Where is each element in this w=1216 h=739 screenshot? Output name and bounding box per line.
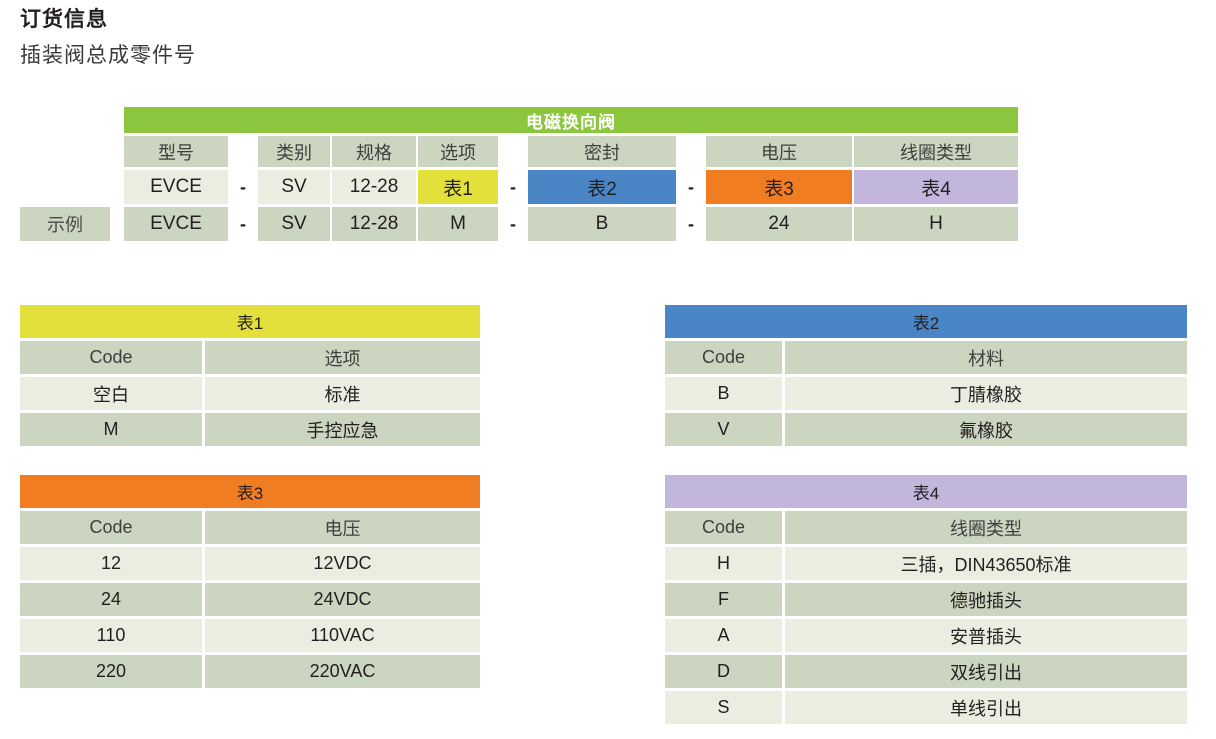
table3-voltage: 表3 Code 电压 12 12VDC 24 24VDC 110 110VAC … — [20, 475, 480, 691]
example-label: 示例 — [20, 207, 110, 241]
table1-col-desc: 选项 — [205, 341, 480, 374]
table2-caption: 表2 — [665, 305, 1187, 338]
page-title: 订货信息 — [20, 8, 108, 31]
table-row: 24 24VDC — [20, 583, 480, 616]
page-subtitle: 插装阀总成零件号 — [20, 44, 196, 67]
table-row: 空白 标准 — [20, 377, 480, 410]
header-size: 规格 — [332, 136, 416, 167]
table1-code-1: M — [20, 413, 202, 446]
table3-desc-1: 24VDC — [205, 583, 480, 616]
example-dash-2: - — [510, 213, 516, 234]
table1-caption: 表1 — [20, 305, 480, 338]
table-row: B 丁腈橡胶 — [665, 377, 1187, 410]
table2-col-desc: 材料 — [785, 341, 1187, 374]
table2-seal-material: 表2 Code 材料 B 丁腈橡胶 V 氟橡胶 — [665, 305, 1187, 449]
table4-desc-4: 单线引出 — [785, 691, 1187, 724]
table3-code-0: 12 — [20, 547, 202, 580]
table3-caption: 表3 — [20, 475, 480, 508]
table-row: A 安普插头 — [665, 619, 1187, 652]
table4-desc-3: 双线引出 — [785, 655, 1187, 688]
table-row: 220 220VAC — [20, 655, 480, 688]
table3-col-desc: 电压 — [205, 511, 480, 544]
template-option-ref-table1: 表1 — [418, 170, 498, 204]
template-seal-ref-table2: 表2 — [528, 170, 676, 204]
code-builder-template-row: EVCE - SV 12-28 表1 - 表2 - 表3 表4 — [20, 170, 1018, 204]
template-model: EVCE — [124, 170, 228, 204]
example-option: M — [418, 207, 498, 241]
table4-header-row: Code 线圈类型 — [665, 511, 1187, 544]
example-type: SV — [258, 207, 330, 241]
template-coil-ref-table4: 表4 — [854, 170, 1018, 204]
table-row: 12 12VDC — [20, 547, 480, 580]
table2-code-1: V — [665, 413, 782, 446]
table4-desc-1: 德驰插头 — [785, 583, 1187, 616]
template-type: SV — [258, 170, 330, 204]
table4-col-desc: 线圈类型 — [785, 511, 1187, 544]
table4-code-2: A — [665, 619, 782, 652]
example-dash-1: - — [240, 213, 246, 234]
example-model: EVCE — [124, 207, 228, 241]
header-type: 类别 — [258, 136, 330, 167]
table2-desc-1: 氟橡胶 — [785, 413, 1187, 446]
table4-code-3: D — [665, 655, 782, 688]
example-voltage: 24 — [706, 207, 852, 241]
table1-header-row: Code 选项 — [20, 341, 480, 374]
example-coil: H — [854, 207, 1018, 241]
template-dash-3: - — [688, 176, 694, 197]
header-option: 选项 — [418, 136, 498, 167]
table-row: S 单线引出 — [665, 691, 1187, 724]
table1-code-0: 空白 — [20, 377, 202, 410]
table-row: M 手控应急 — [20, 413, 480, 446]
table2-code-0: B — [665, 377, 782, 410]
example-seal: B — [528, 207, 676, 241]
table3-code-2: 110 — [20, 619, 202, 652]
table4-caption: 表4 — [665, 475, 1187, 508]
table-row: H 三插，DIN43650标准 — [665, 547, 1187, 580]
table-row: 110 110VAC — [20, 619, 480, 652]
code-builder-header-row: 型号 类别 规格 选项 密封 电压 线圈类型 — [20, 136, 1018, 167]
table3-desc-2: 110VAC — [205, 619, 480, 652]
table2-desc-0: 丁腈橡胶 — [785, 377, 1187, 410]
template-size: 12-28 — [332, 170, 416, 204]
template-dash-2: - — [510, 176, 516, 197]
table1-desc-1: 手控应急 — [205, 413, 480, 446]
table4-coil-type: 表4 Code 线圈类型 H 三插，DIN43650标准 F 德驰插头 A 安普… — [665, 475, 1187, 727]
example-size: 12-28 — [332, 207, 416, 241]
order-code-builder-table: 电磁换向阀 型号 类别 规格 选项 密封 电压 线圈类型 EVCE - SV 1… — [20, 107, 1018, 249]
table-row: V 氟橡胶 — [665, 413, 1187, 446]
table2-header-row: Code 材料 — [665, 341, 1187, 374]
header-seal: 密封 — [528, 136, 676, 167]
table4-code-0: H — [665, 547, 782, 580]
table1-col-code: Code — [20, 341, 202, 374]
header-coil-type: 线圈类型 — [854, 136, 1018, 167]
table4-code-4: S — [665, 691, 782, 724]
table3-col-code: Code — [20, 511, 202, 544]
table4-desc-2: 安普插头 — [785, 619, 1187, 652]
header-voltage: 电压 — [706, 136, 852, 167]
table3-code-1: 24 — [20, 583, 202, 616]
table4-col-code: Code — [665, 511, 782, 544]
table1-desc-0: 标准 — [205, 377, 480, 410]
table2-col-code: Code — [665, 341, 782, 374]
table3-code-3: 220 — [20, 655, 202, 688]
table3-header-row: Code 电压 — [20, 511, 480, 544]
table-row: D 双线引出 — [665, 655, 1187, 688]
table1-options: 表1 Code 选项 空白 标准 M 手控应急 — [20, 305, 480, 449]
template-voltage-ref-table3: 表3 — [706, 170, 852, 204]
table4-desc-0: 三插，DIN43650标准 — [785, 547, 1187, 580]
table3-desc-3: 220VAC — [205, 655, 480, 688]
code-builder-banner: 电磁换向阀 — [124, 107, 1018, 133]
template-dash-1: - — [240, 176, 246, 197]
table-row: F 德驰插头 — [665, 583, 1187, 616]
code-builder-example-row: 示例 EVCE - SV 12-28 M - B - 24 H — [20, 207, 1018, 241]
table4-code-1: F — [665, 583, 782, 616]
table3-desc-0: 12VDC — [205, 547, 480, 580]
example-dash-3: - — [688, 213, 694, 234]
header-model: 型号 — [124, 136, 228, 167]
